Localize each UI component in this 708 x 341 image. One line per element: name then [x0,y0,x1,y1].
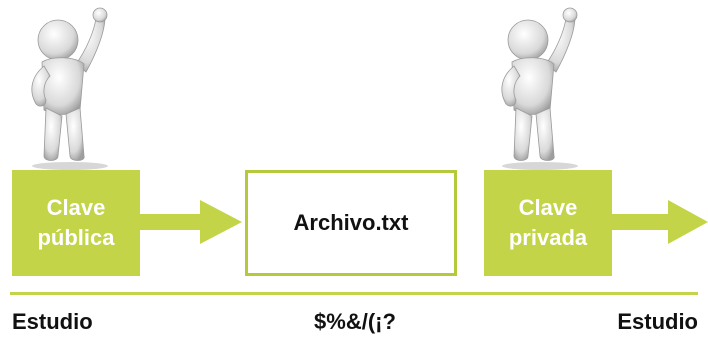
public-key-box: Clave pública [12,170,140,276]
person-cheering-icon [31,7,108,170]
file-label: Archivo.txt [293,210,409,235]
file-box: Archivo.txt [245,170,457,276]
bottom-label-right: Estudio [617,309,698,334]
private-key-label-line1: Clave [518,195,578,221]
private-key-label-line2: privada [508,225,588,250]
arrow-right-icon [612,200,708,244]
bottom-label-left: Estudio [12,309,93,334]
person-cheering-icon [501,7,578,170]
public-key-label-line1: Clave [46,195,106,221]
encrypted-text-label: $%&/(¡? [314,309,396,334]
arrow-right-icon [140,200,242,244]
private-key-box: Clave privada [484,170,612,276]
public-key-label-line2: pública [37,225,115,250]
divider [10,292,698,295]
